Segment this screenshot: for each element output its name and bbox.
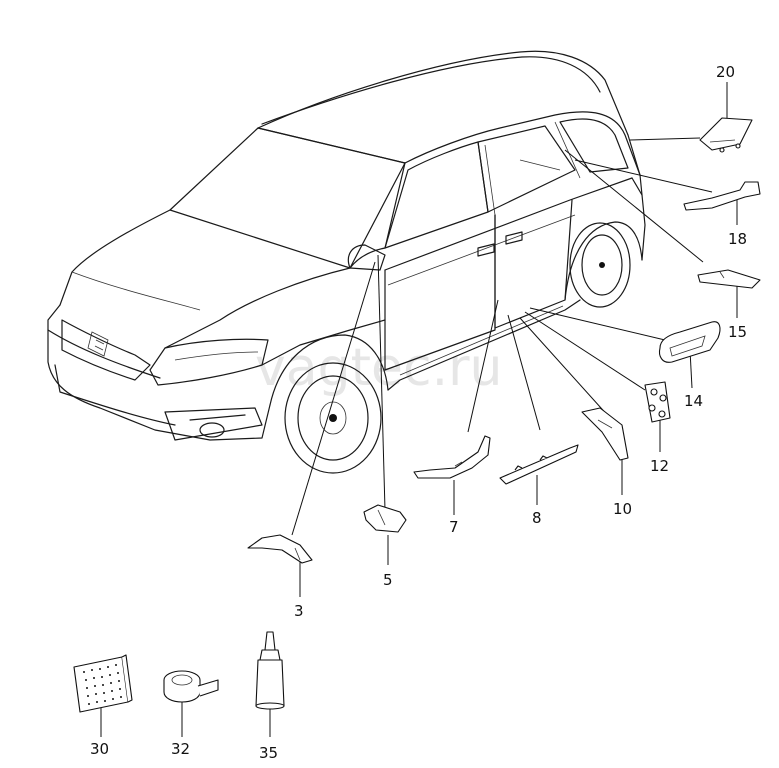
part-30-icon <box>73 654 133 713</box>
label-7: 7 <box>449 518 459 536</box>
part-8-icon <box>499 444 579 485</box>
label-32: 32 <box>171 740 190 758</box>
label-20: 20 <box>716 63 735 81</box>
part-18-icon <box>683 181 761 211</box>
part-12-icon <box>644 381 671 423</box>
label-15: 15 <box>728 323 747 341</box>
label-3: 3 <box>294 602 304 620</box>
part-35-icon <box>255 631 285 710</box>
label-8: 8 <box>532 509 542 527</box>
part-3-icon <box>247 534 313 564</box>
part-15-icon <box>697 269 761 289</box>
part-labels: 20 18 15 14 12 10 8 7 5 3 30 32 35 <box>90 63 747 762</box>
part-10-icon <box>581 407 629 461</box>
car-illustration <box>47 50 646 474</box>
part-32-icon <box>163 670 219 703</box>
leader-lines <box>100 82 738 737</box>
label-35: 35 <box>259 744 278 762</box>
label-14: 14 <box>684 392 703 410</box>
label-30: 30 <box>90 740 109 758</box>
part-14-icon <box>658 321 721 363</box>
part-5-icon <box>363 504 407 533</box>
label-18: 18 <box>728 230 747 248</box>
label-12: 12 <box>650 457 669 475</box>
watermark-text: vagtec.ru <box>255 338 502 398</box>
label-5: 5 <box>383 571 393 589</box>
part-20-icon <box>699 117 753 153</box>
part-7-icon <box>413 435 491 479</box>
label-10: 10 <box>613 500 632 518</box>
